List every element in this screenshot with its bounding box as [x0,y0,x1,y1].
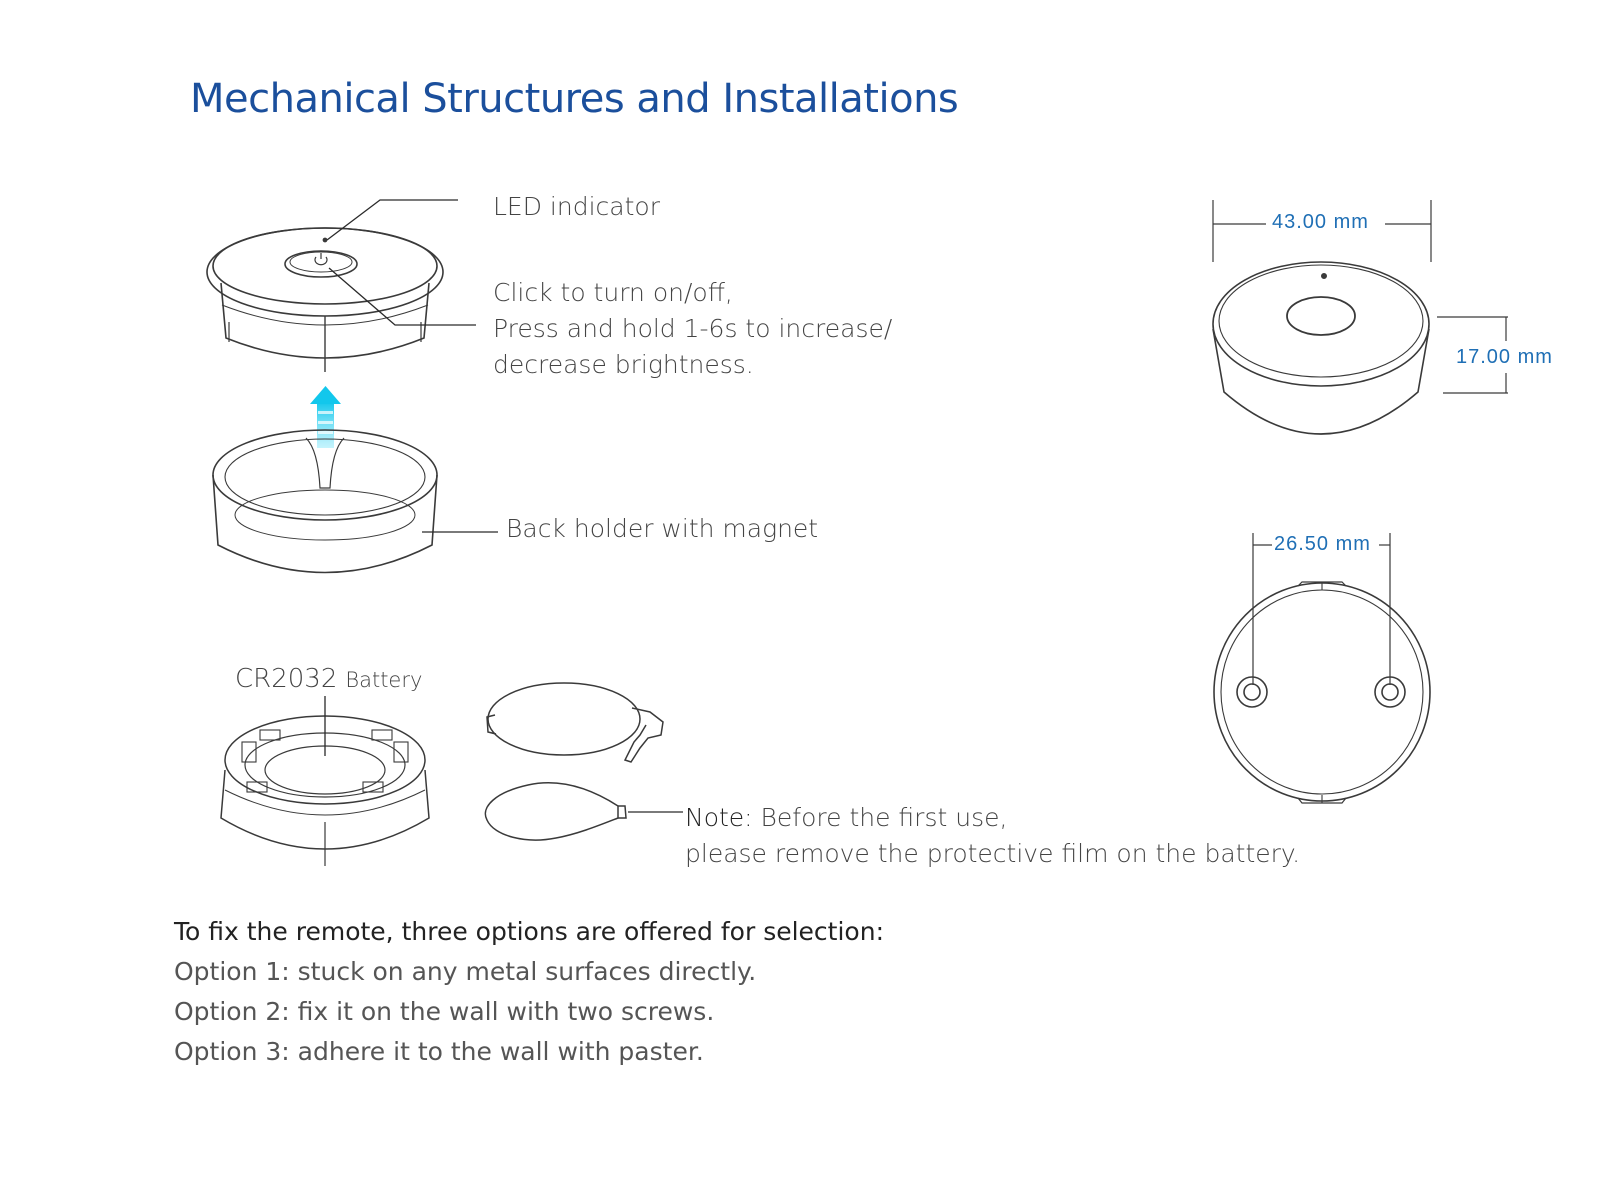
note-block: Note: Before the first use, please remov… [685,800,1300,872]
battery-coin-drawing [486,682,664,763]
back-holder-drawing [212,429,438,574]
note-key: Note: [685,803,753,832]
options-heading: To fix the remote, three options are off… [174,917,884,946]
button-function-line: Click to turn on/off, [493,278,733,307]
note-line-2: please remove the protective film on the… [685,839,1301,868]
battery-word: Battery [345,668,423,692]
up-arrow-icon [310,386,341,448]
dimension-side-view [1212,261,1430,435]
led-indicator-label: LED indicator [493,192,660,221]
dimension-bottom-view [1213,581,1431,804]
note-line-1: Note: Before the first use, [685,800,1300,836]
button-function-line: decrease brightness. [493,350,754,379]
button-function-label: Click to turn on/off, Press and hold 1-6… [493,275,892,383]
protective-film-drawing [484,782,627,841]
page-title: Mechanical Structures and Installations [190,76,959,122]
option-item: Option 3: adhere it to the wall with pas… [174,1037,704,1066]
option-item: Option 2: fix it on the wall with two sc… [174,997,715,1026]
back-holder-label: Back holder with magnet [506,514,819,543]
height-dimension-label: 17.00 mm [1456,346,1553,368]
hole-spacing-dimension-label: 26.50 mm [1274,533,1371,555]
battery-label: CR2032 Battery [235,664,422,694]
width-dimension-label: 43.00 mm [1272,211,1369,233]
note-text: Before the first use, [752,803,1008,832]
battery-model: CR2032 [235,664,338,694]
mounting-options: To fix the remote, three options are off… [174,912,884,1072]
option-item: Option 1: stuck on any metal surfaces di… [174,957,757,986]
button-function-line: Press and hold 1-6s to increase/ [493,314,893,343]
dimension-lines [1212,200,1508,685]
top-cover-drawing [206,227,444,372]
